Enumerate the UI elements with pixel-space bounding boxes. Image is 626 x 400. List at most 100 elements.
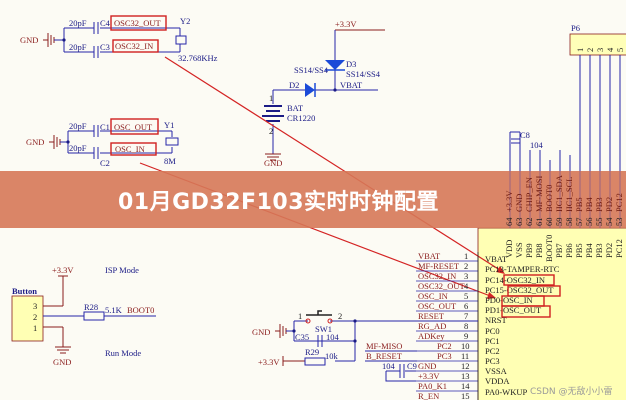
chip-pin: VSS (514, 242, 524, 258)
sw1-label: SW1 (315, 324, 332, 334)
gnd-label: GND (53, 357, 71, 367)
button-component (11, 295, 44, 342)
bat-pin1: 1 (269, 93, 273, 103)
chip-pin: PB6 (564, 243, 574, 258)
button-pin: 2 (33, 312, 37, 322)
r29-label: R29 (305, 347, 319, 357)
p6-pin: 2 (585, 48, 595, 52)
bat-pin2: 2 (269, 126, 273, 136)
connector-num: 9 (464, 331, 468, 341)
capacitor-icon (93, 22, 99, 58)
button-pin: 1 (33, 323, 37, 333)
pc2-label: PC2 (437, 341, 452, 351)
chip-pin: PC2 (485, 346, 500, 356)
resistor-icon (304, 357, 326, 366)
pa0-k1-net: PA0_K1 (418, 381, 447, 391)
connector-num: 7 (464, 311, 468, 321)
osc-in-net: OSC_IN (115, 144, 145, 154)
connector-label: MF-RESET (418, 261, 460, 271)
c2-value: 20pF (69, 143, 87, 153)
d2-label: D2 (289, 80, 299, 90)
connector-num: 1 (464, 251, 468, 261)
c8-label: C8 (520, 130, 530, 140)
watermark: CSDN @无敌小小雷 (530, 387, 613, 397)
c35-value: 104 (326, 332, 340, 342)
c9-value: 104 (382, 361, 396, 371)
b-reset-net: B_RESET (366, 351, 403, 361)
y2-label: Y2 (180, 16, 190, 26)
chip-pin: VDDA (485, 376, 510, 386)
chip-pin: PA0-WKUP (485, 387, 527, 397)
pc3-label: PC3 (437, 351, 452, 361)
osc32-out-net: OSC32_OUT (114, 18, 162, 28)
connector-num: 10 (461, 341, 470, 351)
c4-label: C4 (100, 18, 111, 28)
connector-label: OSC_IN (418, 291, 448, 301)
gnd-label: GND (264, 158, 282, 168)
y1-label: Y1 (164, 120, 174, 130)
chip-pin: PC3 (485, 356, 500, 366)
gnd-label: GND (26, 137, 44, 147)
connector-num: 8 (464, 321, 468, 331)
c1-value: 20pF (69, 121, 87, 131)
connector-num: 12 (461, 361, 470, 371)
y1-freq: 8M (164, 156, 176, 166)
sw-pin: 1 (298, 311, 302, 321)
arrow-osc32-in (164, 56, 504, 273)
button-pin: 3 (33, 301, 37, 311)
resistor-icon (83, 311, 105, 321)
chip-pin: PC0 (485, 326, 500, 336)
pin-connector: VBAT MF-RESET OSC32_IN OSC32_OUT OSC_IN … (416, 251, 479, 400)
d3-part: SS14/SS4 (346, 69, 381, 79)
chip-pin: PC13-TAMPER-RTC (485, 264, 560, 274)
chip-pin: BOOT0 (544, 235, 554, 262)
chip-pin: VBAT (485, 254, 508, 264)
y2-freq: 32.768KHz (178, 53, 218, 63)
chip-pin: NRST (485, 315, 508, 325)
r28-value: 5.1K (105, 305, 123, 315)
run-mode-label: Run Mode (105, 348, 141, 358)
gnd-net: GND (418, 361, 436, 371)
chip-pin: VSSA (485, 366, 508, 376)
bat-cell: CR1220 (287, 113, 315, 123)
connector-label: RESET (418, 311, 445, 321)
osc32-in-net: OSC32_IN (115, 41, 153, 51)
chip-pin: PC14-OSC32_IN (485, 275, 545, 285)
chip-pin: PD1-OSC_OUT (485, 305, 542, 315)
reset-circuit: GND 1 2 SW1 C35 104 +3.3V R29 10k MF-MIS… (252, 310, 478, 400)
d2-part: SS14/SS4 (294, 65, 329, 75)
switch-icon (306, 310, 332, 316)
connector-num: 2 (464, 261, 468, 271)
chip-pin: PC12 (614, 239, 624, 258)
diode-d2-icon (305, 83, 315, 97)
r29-value: 10k (325, 351, 339, 361)
osc32-circuit: GND 20pF C4 20pF C3 OSC32_OUT OSC32_IN Y… (20, 15, 218, 63)
osc-circuit: GND 20pF C1 20pF C2 OSC_OUT OSC_IN Y1 8M (26, 118, 179, 168)
sw-pin: 2 (338, 311, 342, 321)
connector-label: OSC32_OUT (418, 281, 466, 291)
chip-pin: PB8 (534, 243, 544, 258)
vcc-net: +3.3V (418, 371, 440, 381)
chip-pin: PD2 (604, 243, 614, 258)
c1-label: C1 (100, 122, 110, 132)
boot-circuit: +3.3V ISP Mode Run Mode Button 3 2 1 R28… (11, 265, 156, 367)
c3-label: C3 (100, 42, 110, 52)
chip-pin: PB4 (584, 243, 594, 258)
connector-num: 6 (464, 301, 468, 311)
vcc-label: +3.3V (258, 357, 280, 367)
chip-pin: PC1 (485, 336, 500, 346)
c35-label: C35 (295, 332, 309, 342)
chip-pin: PC15-OSC32_OUT (485, 285, 554, 295)
connector-num: 4 (464, 281, 469, 291)
chip-pin: PB9 (524, 243, 534, 258)
connector-num: 3 (464, 271, 468, 281)
gnd-label: GND (252, 327, 270, 337)
connector-label: OSC32_IN (418, 271, 456, 281)
p6-pin: 5 (615, 48, 625, 52)
crystal-icon (165, 137, 179, 146)
c2-label: C2 (100, 158, 110, 168)
p6-pin: 1 (575, 48, 585, 52)
chip-pin: PB7 (554, 243, 564, 258)
